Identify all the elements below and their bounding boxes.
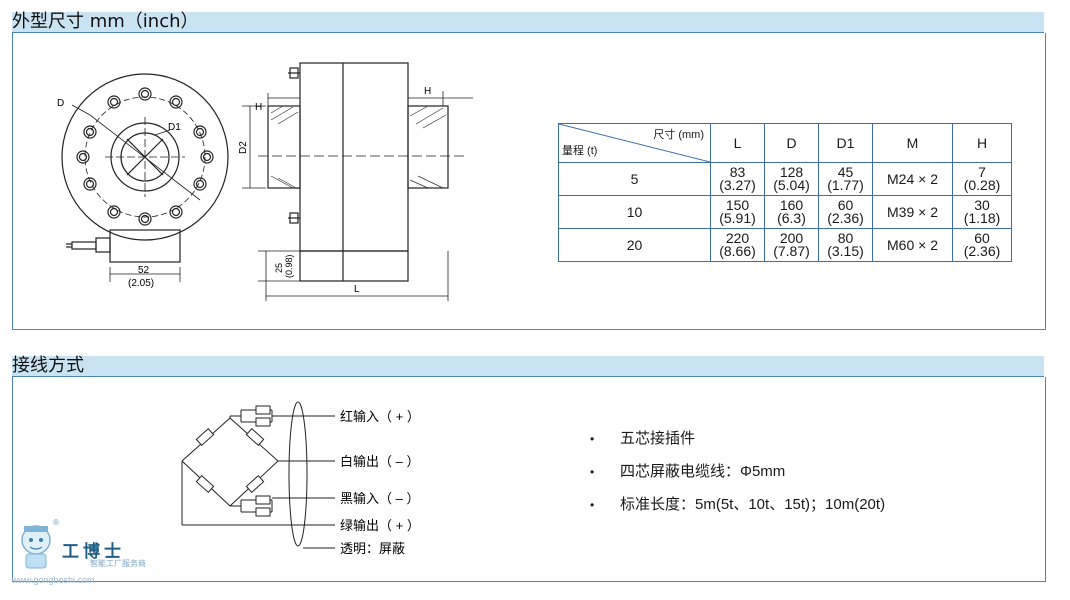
wiring-section-title: 接线方式: [12, 355, 84, 376]
dimensions-section-bar: 外型尺寸 mm（inch）: [12, 12, 1044, 33]
bullet-icon: •: [590, 498, 595, 512]
cell-h: 60(2.36): [952, 228, 1012, 262]
range-cell: 20: [558, 228, 711, 262]
watermark-registered: ®: [52, 518, 60, 527]
bullet-icon: •: [590, 432, 595, 446]
cell-d: 160(6.3): [764, 195, 819, 229]
label-d2: D2: [238, 141, 249, 154]
header-d1: D1: [818, 123, 873, 163]
table-row: 10 150(5.91) 160(6.3) 60(2.36) M39 × 2 3…: [558, 195, 1012, 229]
range-cell: 10: [558, 195, 711, 229]
connector-body: [66, 229, 181, 282]
dim-52: 52: [138, 265, 150, 276]
bullet-text: 四芯屏蔽电缆线：Φ5mm: [620, 463, 786, 480]
label-098: (0.98): [284, 254, 294, 278]
cell-m: M39 × 2: [872, 195, 953, 229]
cell-m: M60 × 2: [872, 228, 953, 262]
header-d: D: [764, 123, 819, 163]
label-h-left: H: [255, 102, 262, 113]
wire-green-label: 绿输出（ + ）: [340, 518, 420, 533]
corner-top-label: 尺寸 (mm): [653, 129, 704, 141]
cell-d: 200(7.87): [764, 228, 819, 262]
cell-d1: 45(1.77): [818, 162, 873, 196]
hatching: [270, 105, 447, 190]
list-item: • 四芯屏蔽电缆线：Φ5mm: [590, 463, 885, 496]
cell-m: M24 × 2: [872, 162, 953, 196]
cell-d: 128(5.04): [764, 162, 819, 196]
wire-white-label: 白输出（ – ）: [340, 454, 419, 469]
wire-black-label: 黑输入（ – ）: [340, 491, 419, 506]
wiring-section-bar: 接线方式: [12, 356, 1044, 377]
label-d1: D1: [168, 122, 181, 133]
label-l: L: [354, 284, 360, 295]
cell-h: 7(0.28): [952, 162, 1012, 196]
cell-d1: 80(3.15): [818, 228, 873, 262]
dimension-table: 尺寸 (mm) 量程 (t) L D D1 M H 5 83(3.27) 128…: [558, 123, 1012, 262]
header-h: H: [952, 123, 1012, 163]
bullet-icon: •: [590, 465, 595, 479]
bullet-text: 标准长度：5m(5t、10t、15t)；10m(20t): [620, 496, 886, 513]
cell-h: 30(1.18): [952, 195, 1012, 229]
label-h-right: H: [424, 86, 431, 97]
table-row: 20 220(8.66) 200(7.87) 80(3.15) M60 × 2 …: [558, 228, 1012, 262]
header-l: L: [710, 123, 765, 163]
watermark-subtitle: 智能工厂服务商: [90, 559, 146, 568]
label-25: 25: [274, 263, 284, 273]
bullet-text: 五芯接插件: [620, 430, 696, 447]
header-m: M: [872, 123, 953, 163]
list-item: • 标准长度：5m(5t、10t、15t)；10m(20t): [590, 496, 885, 529]
wiring-diagram: 红输入（ + ） 白输出（ – ） 黑输入（ – ） 绿输出（ + ） 透明：屏…: [181, 401, 420, 556]
bolt-holes: [76, 87, 214, 226]
label-d: D: [57, 98, 64, 109]
watermark-brand: 工博士: [62, 542, 125, 562]
side-view-drawing: H D2 25 (0.98) L H: [238, 62, 473, 301]
table-corner-cell: 尺寸 (mm) 量程 (t): [558, 123, 711, 163]
spec-bullet-list: • 五芯接插件 • 四芯屏蔽电缆线：Φ5mm • 标准长度：5m(5t、10t、…: [590, 430, 885, 529]
dimensions-section-title: 外型尺寸 mm（inch）: [12, 11, 199, 32]
wire-shield-label: 透明：屏蔽: [340, 541, 405, 556]
cell-d1: 60(2.36): [818, 195, 873, 229]
list-item: • 五芯接插件: [590, 430, 885, 463]
table-header-row: 尺寸 (mm) 量程 (t) L D D1 M H: [558, 123, 1012, 163]
cell-l: 220(8.66): [710, 228, 765, 262]
cell-l: 83(3.27): [710, 162, 765, 196]
watermark-mascot-icon: [21, 525, 51, 569]
dim-52-inch: (2.05): [128, 278, 154, 289]
watermark-url: www.gongboshi.com: [12, 575, 95, 585]
cell-l: 150(5.91): [710, 195, 765, 229]
front-view-drawing: D D1 52 (2.05): [57, 73, 229, 289]
wire-red-label: 红输入（ + ）: [340, 409, 420, 424]
table-row: 5 83(3.27) 128(5.04) 45(1.77) M24 × 2 7(…: [558, 162, 1012, 196]
range-cell: 5: [558, 162, 711, 196]
corner-bottom-label: 量程 (t): [562, 145, 598, 157]
wiring-panel: [12, 377, 1046, 582]
